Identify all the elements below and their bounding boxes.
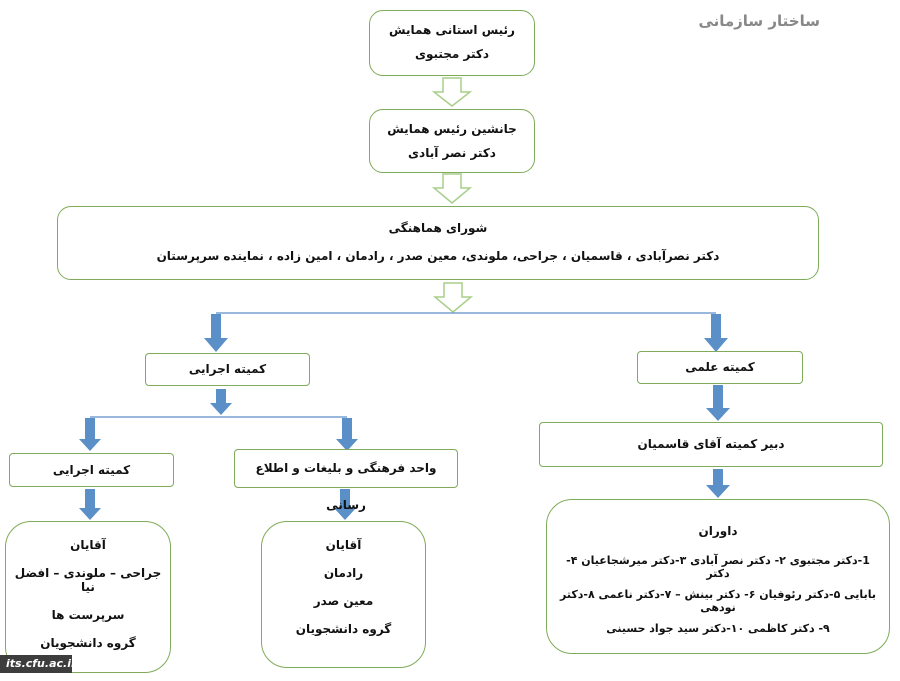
president-box: رئیس استانی همایش دکتر مجتبوی [369,10,535,76]
vice-name: دکتر نصر آبادی [408,146,496,160]
secretary-box: دبیر کمیته آقای قاسمیان [539,422,883,467]
council-box: شورای هماهنگی دکتر نصرآبادی ، قاسمیان ، … [57,206,819,280]
arrow-to-referees [706,469,730,498]
exec-sub-title: کمیته اجرایی [52,463,131,477]
vice-title: جانشین رئیس همایش [387,122,517,136]
arrow-to-exec-sub [79,418,101,451]
culture-unit-box: واحد فرهنگی و بلیغات و اطلاع رسانی [234,449,458,512]
referees-line-2: بابایی ۵-دکتر رئوفیان ۶- دکتر بینش – ۷-د… [560,588,876,614]
arrow-exec-down [210,389,232,415]
arrow-to-exec-committee [204,314,228,352]
footer-badge: its.cfu.ac.ir [0,655,76,673]
exec-sub-line-2: جراحی – ملوندی – افضل نیا [14,566,162,594]
science-committee-title: کمیته علمی [685,360,755,374]
page-title: ساختار سازمانی [698,12,820,30]
exec-sub-members-box: آقایان جراحی – ملوندی – افضل نیا سرپرست … [5,521,171,673]
arrow-to-culture-unit [336,418,358,451]
secretary-title: دبیر کمیته آقای قاسمیان [637,437,785,451]
exec-sub-committee-box: کمیته اجرایی [9,453,174,487]
hollow-arrow-2 [431,173,473,204]
blue-arrows [79,314,730,520]
hollow-arrow-3 [432,282,474,313]
culture-line-2: رادمان [323,566,364,580]
exec-committee-title: کمیته اجرایی [188,362,267,376]
culture-members-box: آقایان رادمان معین صدر گروه دانشجویان [261,521,426,668]
exec-committee-box: کمیته اجرایی [145,353,310,386]
arrow-to-exec-sub-members [79,489,101,520]
council-title: شورای هماهنگی [388,221,488,235]
referees-box: داوران 1-دکتر مجتبوی ۲- دکتر نصر آبادی ۳… [546,499,890,654]
referees-line-3: ۹- دکتر کاظمی ۱۰-دکتر سید جواد حسینی [606,622,830,635]
culture-unit-title: واحد فرهنگی و بلیغات و اطلاع رسانی [255,461,437,512]
exec-sub-line-4: گروه دانشجویان [40,636,136,650]
arrow-to-science-committee [704,314,728,352]
culture-line-4: گروه دانشجویان [295,622,392,636]
science-committee-box: کمیته علمی [637,351,803,384]
vice-president-box: جانشین رئیس همایش دکتر نصر آبادی [369,109,535,173]
exec-sub-line-1: آقایان [70,538,106,552]
exec-sub-line-3: سرپرست ها [51,608,125,622]
referees-title: داوران [698,524,738,538]
culture-line-3: معین صدر [313,594,374,608]
president-title: رئیس استانی همایش [389,23,515,37]
arrow-to-culture-members [334,489,356,520]
president-name: دکتر مجتبوی [414,47,490,61]
referees-line-1: 1-دکتر مجتبوی ۲- دکتر نصر آبادی ۳-دکتر م… [566,554,870,580]
culture-line-1: آقایان [325,538,362,552]
council-members: دکتر نصرآبادی ، قاسمیان ، جراحی، ملوندی،… [156,249,720,263]
hollow-arrow-1 [431,77,473,107]
arrow-science-to-secretary [706,385,730,421]
